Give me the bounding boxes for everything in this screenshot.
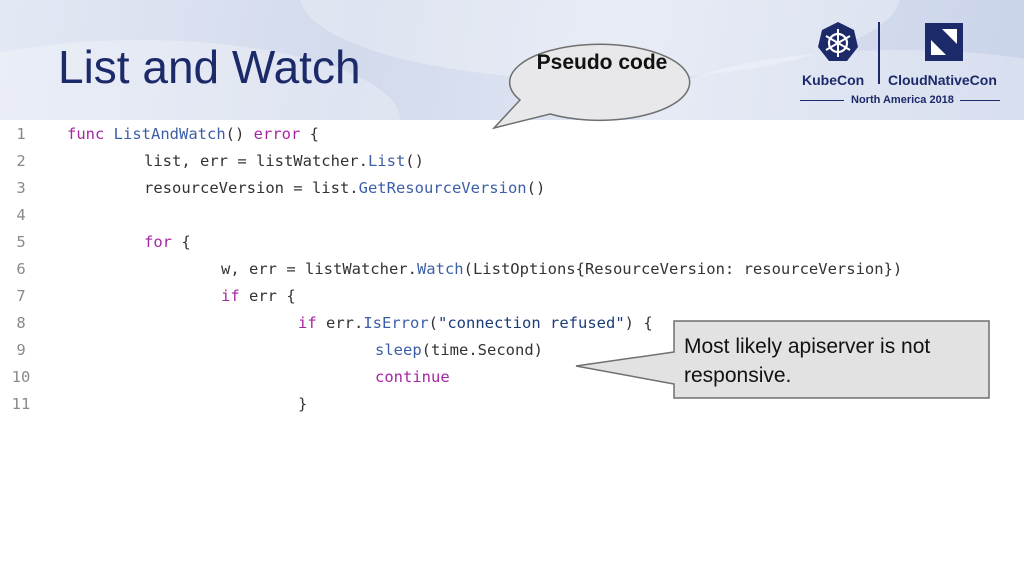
code-token: List (367, 152, 406, 170)
line-number: 7 (16, 287, 26, 305)
code-line: 1 func ListAndWatch() error { (0, 121, 1024, 148)
code-line: 4 (0, 202, 1024, 229)
code-line: 5 for { (0, 229, 1024, 256)
cncf-icon (925, 23, 963, 61)
code-token: ListAndWatch (113, 125, 226, 143)
code-token: err { (239, 287, 296, 305)
code-token: { (300, 125, 319, 143)
code-token: IsError (363, 314, 429, 332)
code-token: } (298, 395, 308, 413)
code-line: 10 continue (0, 364, 1024, 391)
code-token: continue (375, 368, 450, 386)
event-rule-right (960, 100, 1000, 101)
code-token: sleep (375, 341, 422, 359)
line-number: 10 (11, 368, 31, 386)
kubernetes-helm-icon (818, 22, 858, 61)
callout-text: Most likely apiserver is not responsive. (684, 335, 931, 387)
code-token: error (253, 125, 301, 143)
code-token: if (298, 314, 317, 332)
code-token: () (526, 179, 546, 197)
code-line: 2 list, err = listWatcher.List() (0, 148, 1024, 175)
speech-bubble (491, 43, 691, 130)
code-token: for (144, 233, 172, 251)
code-token: (time.Second) (421, 341, 543, 359)
code-token: func (67, 125, 114, 143)
code-text: sleep(time.Second) (375, 337, 543, 364)
cloudnativecon-label: CloudNativeCon (888, 72, 997, 88)
code-text: func ListAndWatch() error { (67, 121, 319, 148)
code-token: list, err = listWatcher. (144, 152, 368, 170)
code-token: { (172, 233, 191, 251)
code-token: ) { (624, 314, 653, 332)
kubecon-label: KubeCon (802, 72, 865, 88)
line-number: 3 (16, 179, 26, 197)
conference-logo: KubeCon CloudNativeCon North America 201… (796, 16, 1006, 112)
code-text: } (298, 391, 307, 418)
logo-divider (878, 22, 880, 84)
code-text: if err.IsError("connection refused") { (298, 310, 653, 337)
code-token: w, err = listWatcher. (221, 260, 417, 278)
line-number: 8 (16, 314, 26, 332)
code-line: 8 if err.IsError("connection refused") { (0, 310, 1024, 337)
code-text: list, err = listWatcher.List() (144, 148, 424, 175)
line-number: 2 (16, 152, 26, 170)
line-number: 1 (16, 125, 26, 143)
code-token: Watch (416, 260, 464, 278)
code-line: 11} (0, 391, 1024, 418)
code-text: resourceVersion = list.GetResourceVersio… (144, 175, 545, 202)
code-line: 9 sleep(time.Second) (0, 337, 1024, 364)
code-token: "connection refused" (438, 314, 625, 332)
code-token: () (225, 125, 254, 143)
code-text: continue (375, 364, 450, 391)
event-rule-left (800, 100, 844, 101)
speech-bubble-text: Pseudo code (536, 51, 668, 74)
line-number: 4 (16, 206, 26, 224)
slide-title: List and Watch (58, 41, 361, 93)
slide-header (0, 0, 1024, 120)
code-token: ( (428, 314, 439, 332)
line-number: 6 (16, 260, 26, 278)
code-token: () (405, 152, 424, 170)
line-number: 9 (16, 341, 26, 359)
code-line: 7 if err { (0, 283, 1024, 310)
code-token: resourceVersion = list. (144, 179, 359, 197)
callout-box (575, 320, 990, 399)
code-token: if (221, 287, 240, 305)
code-token: GetResourceVersion (358, 179, 527, 197)
code-text: for { (144, 229, 191, 256)
code-token: err. (316, 314, 364, 332)
event-label: North America 2018 (851, 94, 954, 106)
code-line: 6 w, err = listWatcher.Watch(ListOptions{… (0, 256, 1024, 283)
line-number: 11 (11, 395, 31, 413)
line-number: 5 (16, 233, 26, 251)
code-text: w, err = listWatcher.Watch(ListOptions{R… (221, 256, 902, 283)
code-line: 3 resourceVersion = list.GetResourceVersi… (0, 175, 1024, 202)
code-token: (ListOptions{ResourceVersion: resourceVe… (463, 260, 903, 278)
code-text: if err { (221, 283, 296, 310)
